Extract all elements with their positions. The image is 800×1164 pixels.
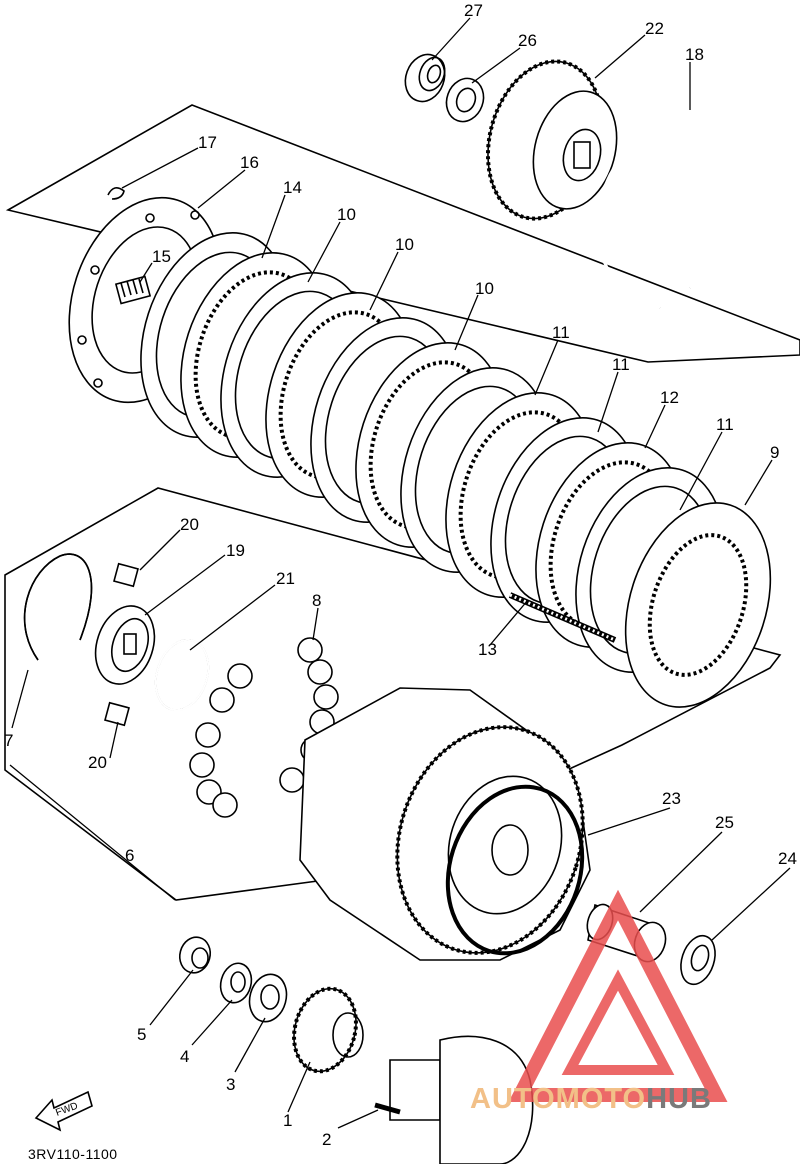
label-14: 14 — [283, 178, 302, 197]
pad-20-upper — [113, 562, 139, 588]
oil-seal-27 — [404, 53, 446, 103]
label-12: 12 — [660, 388, 679, 407]
label-6: 6 — [125, 846, 134, 865]
washer-24 — [680, 934, 716, 986]
label-11-b: 11 — [612, 355, 630, 374]
label-2: 2 — [322, 1130, 331, 1149]
label-13: 13 — [478, 640, 497, 659]
label-25: 25 — [715, 813, 734, 832]
label-22: 22 — [645, 19, 664, 38]
label-10-b: 10 — [395, 235, 414, 254]
push-rod-13 — [508, 592, 617, 643]
label-11-c: 11 — [716, 415, 734, 434]
fwd-arrow-icon — [34, 1090, 93, 1132]
label-21: 21 — [276, 569, 295, 588]
circlip-7 — [23, 553, 93, 661]
watermark-part2: HUB — [646, 1083, 712, 1115]
label-19: 19 — [226, 541, 245, 560]
label-3: 3 — [226, 1075, 235, 1094]
circlip-18 — [596, 108, 756, 310]
label-9: 9 — [770, 443, 779, 462]
leader-lines — [9, 17, 791, 1129]
label-7: 7 — [4, 731, 13, 750]
cam-19 — [94, 605, 156, 685]
label-18: 18 — [685, 45, 704, 64]
primary-drive-gear-1 — [292, 986, 364, 1074]
watermark-logo-icon — [508, 889, 728, 1102]
spring-15 — [114, 275, 152, 305]
washer-3 — [248, 973, 288, 1023]
label-5: 5 — [137, 1025, 146, 1044]
o-ring-23 — [445, 784, 585, 956]
washer-26 — [445, 77, 485, 123]
clutch-housing-group-outline — [4, 487, 782, 901]
label-20-lower: 20 — [88, 753, 107, 772]
label-8: 8 — [312, 591, 321, 610]
watermark-part1: AUTOMOTO — [470, 1083, 647, 1115]
label-15: 15 — [152, 247, 171, 266]
pad-20-lower — [104, 701, 130, 727]
watermark-text: AUTOMOTOHUB — [470, 1083, 712, 1116]
part-code: 3RV110-1100 — [28, 1146, 118, 1162]
friction-plate-stack — [180, 252, 772, 708]
label-11-a: 11 — [552, 323, 570, 342]
clutch-plate-group-outline — [5, 104, 800, 363]
clip-17 — [107, 187, 125, 200]
label-1: 1 — [283, 1111, 292, 1130]
callout-labels: 27 26 22 18 17 16 14 15 10 10 10 11 11 1… — [4, 1, 797, 1149]
label-27: 27 — [464, 1, 483, 20]
clutch-boss-22 — [485, 59, 618, 221]
label-10-a: 10 — [337, 205, 356, 224]
label-16: 16 — [240, 153, 259, 172]
label-17: 17 — [198, 133, 217, 152]
label-4: 4 — [180, 1047, 189, 1066]
nut-5 — [178, 936, 212, 974]
label-26: 26 — [518, 31, 537, 50]
label-24: 24 — [778, 849, 797, 868]
label-20-upper: 20 — [180, 515, 199, 534]
clutch-housing-6 — [299, 687, 591, 961]
lock-washer-4 — [219, 962, 253, 1004]
label-23: 23 — [662, 789, 681, 808]
label-10-c: 10 — [475, 279, 494, 298]
crankshaft — [374, 1035, 534, 1164]
ring-21 — [154, 639, 210, 711]
